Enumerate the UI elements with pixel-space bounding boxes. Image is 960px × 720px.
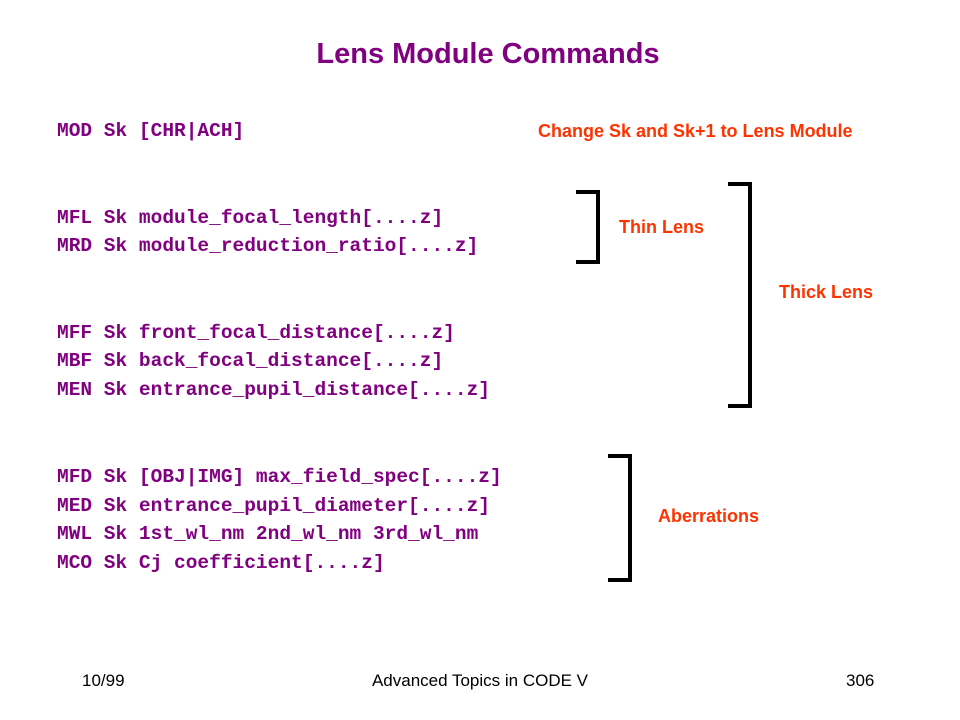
page-number: 306 — [846, 671, 875, 690]
thick-lens-label: Thick Lens — [779, 282, 874, 302]
mwl-command: MWL Sk 1st_wl_nm 2nd_wl_nm 3rd_wl_nm — [57, 523, 479, 545]
mod-command: MOD Sk [CHR|ACH] — [57, 120, 245, 142]
mfl-command: MFL Sk module_focal_length[....z] — [57, 207, 444, 229]
thin-lens-bracket — [576, 190, 600, 264]
mrd-command: MRD Sk module_reduction_ratio[....z] — [57, 235, 479, 257]
aberrations-bracket — [608, 454, 632, 582]
footer-course-title: Advanced Topics in CODE V — [371, 671, 589, 690]
med-command: MED Sk entrance_pupil_diameter[....z] — [57, 495, 490, 517]
mfd-command: MFD Sk [OBJ|IMG] max_field_spec[....z] — [57, 466, 502, 488]
mco-command: MCO Sk Cj coefficient[....z] — [57, 552, 385, 574]
mod-annotation: Change Sk and Sk+1 to Lens Module — [538, 121, 853, 141]
mff-command: MFF Sk front_focal_distance[....z] — [57, 322, 455, 344]
footer-date: 10/99 — [82, 671, 125, 690]
mbf-command: MBF Sk back_focal_distance[....z] — [57, 350, 444, 372]
thick-lens-bracket — [728, 182, 752, 408]
thin-lens-label: Thin Lens — [619, 217, 704, 237]
slide-title: Lens Module Commands — [316, 38, 660, 70]
men-command: MEN Sk entrance_pupil_distance[....z] — [57, 379, 490, 401]
aberrations-label: Aberrations — [658, 506, 760, 526]
